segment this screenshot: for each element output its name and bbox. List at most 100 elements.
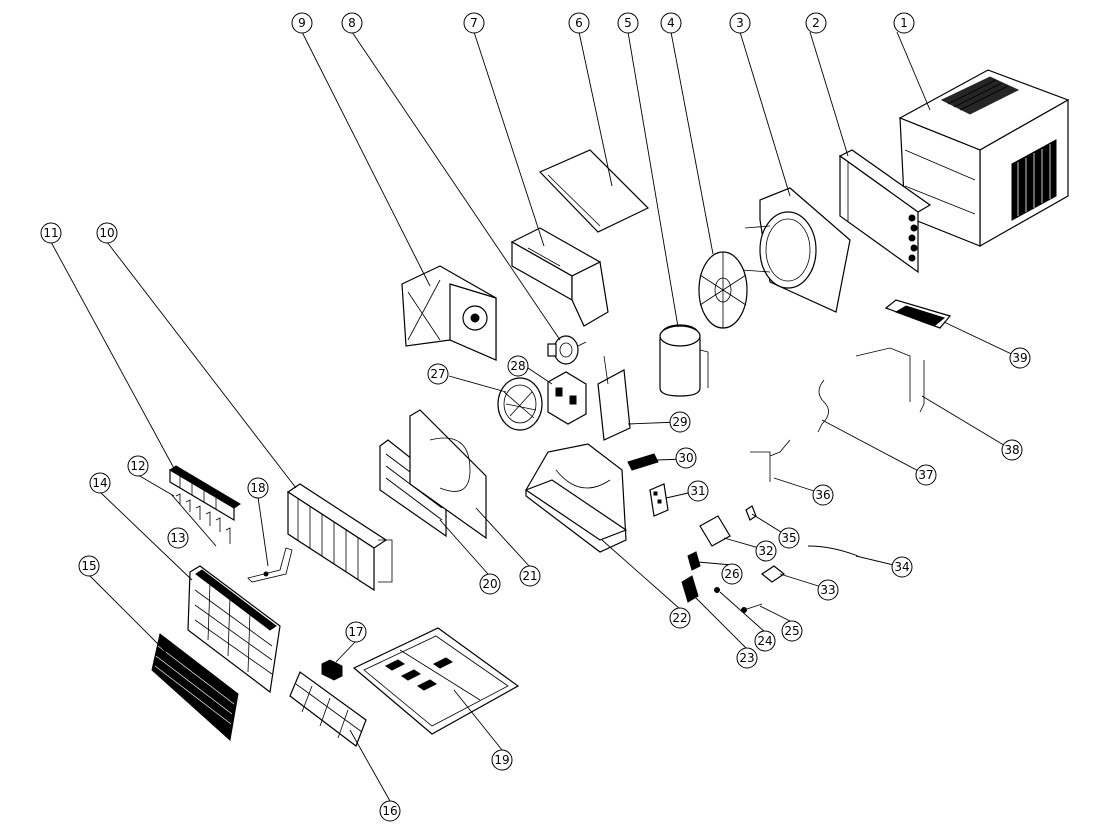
leader-25	[759, 605, 793, 623]
part-filter	[289, 671, 367, 747]
part-louver	[169, 465, 241, 522]
callout-21: 21	[519, 565, 541, 587]
svg-text:19: 19	[494, 753, 509, 767]
leader-11	[50, 241, 177, 473]
part-fitting	[745, 505, 757, 521]
svg-text:2: 2	[812, 16, 820, 30]
callout-39: 39	[1009, 347, 1031, 369]
callout-22: 22	[669, 607, 691, 629]
callout-1: 1	[893, 12, 915, 34]
callout-8: 8	[341, 12, 363, 34]
leader-3	[739, 31, 791, 197]
part-condenser	[838, 149, 932, 274]
svg-text:32: 32	[758, 544, 773, 558]
callout-9: 9	[291, 12, 313, 34]
part-motor-bracket	[547, 371, 587, 425]
callout-25: 25	[781, 620, 803, 642]
leader-37	[821, 419, 927, 476]
part-control-board	[649, 483, 669, 517]
svg-text:29: 29	[672, 415, 687, 429]
callout-13: 13	[167, 527, 189, 549]
part-capillary	[817, 379, 829, 433]
svg-text:9: 9	[298, 16, 306, 30]
svg-text:5: 5	[624, 16, 632, 30]
leader-4	[670, 31, 714, 255]
part-compressor	[659, 324, 709, 397]
svg-text:33: 33	[820, 583, 835, 597]
callout-30: 30	[675, 447, 697, 469]
svg-text:3: 3	[736, 16, 744, 30]
svg-text:39: 39	[1012, 351, 1027, 365]
callout-20: 20	[479, 573, 501, 595]
svg-text:8: 8	[348, 16, 356, 30]
callout-23: 23	[736, 647, 758, 669]
leader-16	[349, 729, 391, 802]
part-cabinet	[898, 69, 1070, 248]
callout-31: 31	[687, 480, 709, 502]
callout-18: 18	[247, 477, 269, 499]
leader-2	[809, 31, 849, 157]
part-blower-panel	[409, 409, 487, 540]
leader-9	[301, 31, 431, 287]
svg-text:24: 24	[757, 634, 772, 648]
part-vanes	[170, 493, 231, 547]
callout-17: 17	[345, 621, 367, 643]
leader-7	[473, 31, 545, 247]
leader-28	[527, 367, 553, 385]
part-terminal	[681, 575, 699, 603]
part-blower-wheel	[497, 377, 543, 431]
part-screw	[714, 587, 720, 593]
callout-4: 4	[660, 12, 682, 34]
callout-28: 28	[507, 355, 529, 377]
svg-text:15: 15	[81, 559, 96, 573]
svg-text:6: 6	[575, 16, 583, 30]
callout-34: 34	[891, 556, 913, 578]
part-tube-36	[750, 439, 791, 482]
part-evaporator	[286, 483, 393, 592]
svg-text:18: 18	[250, 481, 265, 495]
leader-15	[88, 574, 167, 653]
leader-6	[578, 31, 613, 187]
callout-7: 7	[463, 12, 485, 34]
callout-3: 3	[729, 12, 751, 34]
svg-text:26: 26	[724, 567, 739, 581]
svg-text:16: 16	[382, 804, 397, 818]
svg-text:28: 28	[510, 359, 525, 373]
callout-5: 5	[617, 12, 639, 34]
leader-12	[137, 474, 175, 497]
svg-text:25: 25	[784, 624, 799, 638]
svg-text:12: 12	[130, 459, 145, 473]
svg-text:14: 14	[92, 476, 107, 490]
part-pipe-34	[807, 545, 859, 557]
svg-text:38: 38	[1004, 443, 1019, 457]
callout-36: 36	[812, 484, 834, 506]
parts-layer	[151, 69, 1070, 747]
leader-14	[99, 491, 193, 581]
svg-text:35: 35	[781, 531, 796, 545]
svg-text:22: 22	[672, 611, 687, 625]
part-bracket	[699, 515, 731, 547]
part-heater-coil	[379, 439, 447, 538]
svg-text:1: 1	[900, 16, 908, 30]
callout-14: 14	[89, 472, 111, 494]
leader-18	[257, 496, 269, 567]
part-plug	[760, 565, 786, 583]
part-base-pan	[352, 627, 520, 735]
callout-33: 33	[817, 579, 839, 601]
leader-38	[921, 395, 1013, 451]
callout-35: 35	[778, 527, 800, 549]
leader-10	[106, 241, 297, 489]
svg-text:13: 13	[170, 531, 185, 545]
svg-text:27: 27	[430, 367, 445, 381]
callout-24: 24	[754, 630, 776, 652]
callout-10: 10	[96, 222, 118, 244]
part-partition-panel	[401, 265, 497, 361]
part-pipe-38	[855, 347, 925, 413]
callout-37: 37	[915, 464, 937, 486]
leader-17	[335, 640, 357, 663]
callout-19: 19	[491, 749, 513, 771]
svg-text:34: 34	[894, 560, 909, 574]
callout-15: 15	[78, 555, 100, 577]
part-sensor	[247, 547, 293, 583]
leader-27	[448, 375, 507, 393]
